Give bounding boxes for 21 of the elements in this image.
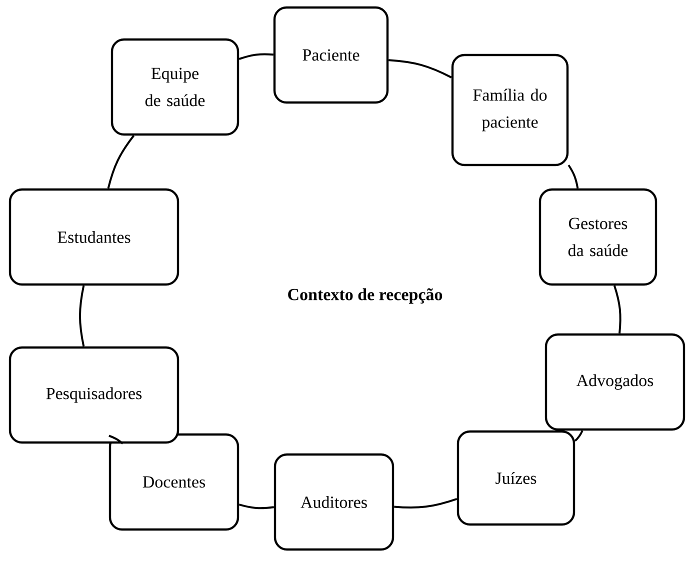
rounded-box: Paciente <box>273 6 389 104</box>
rounded-box: Pesquisadores <box>8 346 180 444</box>
connector-line <box>568 164 579 189</box>
connector-line <box>79 285 85 347</box>
connector-line <box>388 59 452 78</box>
connector-line <box>574 430 584 442</box>
rounded-box: Advogados <box>544 333 686 431</box>
connector-line <box>613 285 622 334</box>
rounded-box: Docentes <box>108 433 240 531</box>
rounded-box: Juízes <box>456 430 576 526</box>
rounded-box: Auditores <box>274 453 394 551</box>
rounded-box: Equipe de saúde <box>110 38 240 136</box>
connector-line <box>238 504 274 510</box>
rounded-box: Gestores da saúde <box>538 188 658 286</box>
center-label: Contexto de recepção <box>288 288 442 304</box>
rounded-box: Família do paciente <box>451 54 569 166</box>
connector-line <box>238 53 274 60</box>
connector-line <box>108 434 124 444</box>
connector-line <box>107 134 135 189</box>
rounded-box: Estudantes <box>8 188 180 286</box>
connector-line <box>394 498 458 508</box>
